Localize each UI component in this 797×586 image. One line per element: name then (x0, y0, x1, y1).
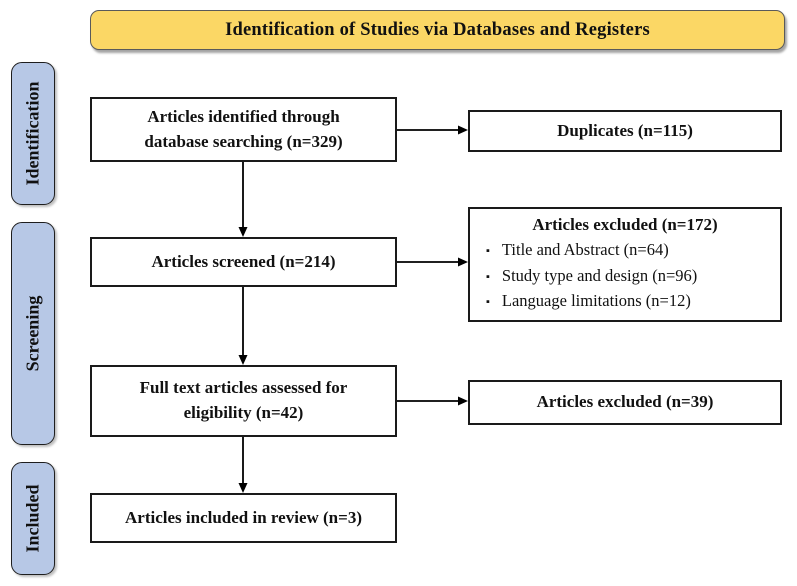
list-item: ▪ Language limitations (n=12) (486, 288, 770, 314)
box-articles-identified: Articles identified through database sea… (90, 97, 397, 162)
box-articles-included: Articles included in review (n=3) (90, 493, 397, 543)
stage-label-screening: Screening (11, 222, 55, 445)
excluded-reason-text: Study type and design (n=96) (501, 265, 698, 285)
excluded-reasons-list: ▪ Title and Abstract (n=64) ▪ Study type… (480, 237, 770, 314)
square-bullet-icon: ▪ (486, 245, 490, 257)
box-duplicates: Duplicates (n=115) (468, 110, 782, 152)
list-item: ▪ Title and Abstract (n=64) (486, 237, 770, 263)
articles-excluded-172-title: Articles excluded (n=172) (532, 215, 718, 234)
banner: Identification of Studies via Databases … (90, 10, 785, 50)
square-bullet-icon: ▪ (486, 270, 490, 283)
square-bullet-icon: ▪ (486, 296, 490, 309)
box-fulltext-assessed: Full text articles assessed for eligibil… (90, 365, 397, 437)
stage-screening-text: Screening (22, 295, 43, 372)
arrow-screened-to-excluded (397, 257, 468, 267)
fulltext-assessed-text: Full text articles assessed for eligibil… (139, 378, 348, 422)
excluded-reason-text: Language limitations (n=12) (501, 291, 691, 311)
arrow-identified-to-screened (238, 162, 248, 237)
arrow-fulltext-to-included (238, 437, 248, 493)
articles-screened-text: Articles screened (n=214) (151, 251, 336, 271)
articles-identified-text: Articles identified through database sea… (144, 106, 343, 151)
box-articles-excluded-39: Articles excluded (n=39) (468, 380, 782, 425)
excluded-reason-text: Title and Abstract (n=64) (501, 240, 669, 259)
duplicates-text: Duplicates (n=115) (557, 120, 693, 140)
stage-included-text: Included (22, 484, 43, 553)
arrow-fulltext-to-excluded (397, 396, 468, 406)
stage-label-identification: Identification (11, 62, 55, 205)
box-articles-screened: Articles screened (n=214) (90, 237, 397, 287)
box-articles-excluded-172: Articles excluded (n=172) ▪ Title and Ab… (468, 207, 782, 322)
articles-included-text: Articles included in review (n=3) (125, 507, 362, 527)
arrow-identified-to-duplicates (397, 125, 468, 135)
stage-identification-text: Identification (22, 81, 43, 186)
stage-label-included: Included (11, 462, 55, 575)
arrow-screened-to-fulltext (238, 287, 248, 365)
banner-title: Identification of Studies via Databases … (225, 19, 650, 40)
list-item: ▪ Study type and design (n=96) (486, 263, 770, 289)
articles-excluded-39-text: Articles excluded (n=39) (536, 392, 714, 412)
